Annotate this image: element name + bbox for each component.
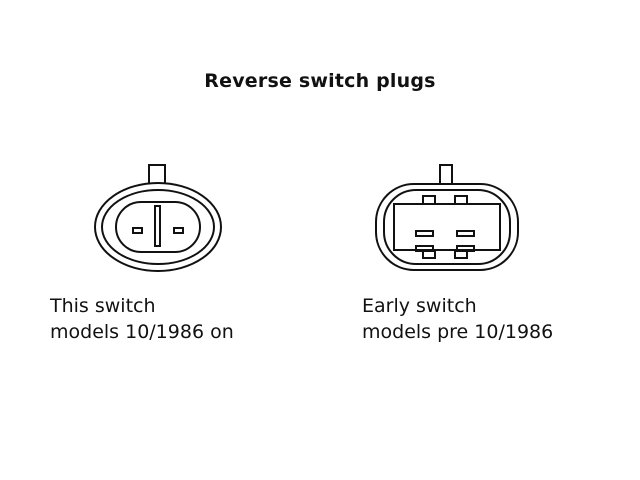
new-plug-drawing — [94, 164, 222, 272]
early-plug-pin-top-left — [415, 230, 434, 237]
early-plug-drawing — [375, 164, 519, 271]
new-plug-pin-left — [132, 227, 143, 234]
early-plug-outer-shell — [375, 183, 519, 271]
early-plug-inner-shell — [383, 189, 511, 265]
new-plug-key — [154, 205, 161, 247]
new-plug-caption: This switch models 10/1986 on — [50, 293, 234, 345]
early-plug-pin-top-right — [456, 230, 475, 237]
early-plug-notch-top-left — [422, 195, 436, 205]
early-plug-pin-bottom-left — [415, 245, 434, 252]
new-plug-inner-shell — [101, 189, 215, 265]
new-plug-caption-line-1: This switch — [50, 295, 156, 317]
new-plug-tab — [148, 164, 166, 185]
early-plug-pin-bottom-right — [456, 245, 475, 252]
early-plug-caption-line-1: Early switch — [362, 295, 477, 317]
early-plug-insert — [393, 203, 501, 251]
diagram-title: Reverse switch plugs — [204, 70, 436, 92]
early-plug-tab — [439, 164, 453, 185]
new-plug-insert — [115, 201, 201, 253]
early-plug-caption: Early switch models pre 10/1986 — [362, 293, 553, 345]
new-plug-caption-line-2: models 10/1986 on — [50, 321, 234, 343]
new-plug-outer-shell — [94, 182, 222, 272]
early-plug-caption-line-2: models pre 10/1986 — [362, 321, 554, 343]
early-plug-notch-top-right — [454, 195, 468, 205]
new-plug-pin-right — [173, 227, 184, 234]
